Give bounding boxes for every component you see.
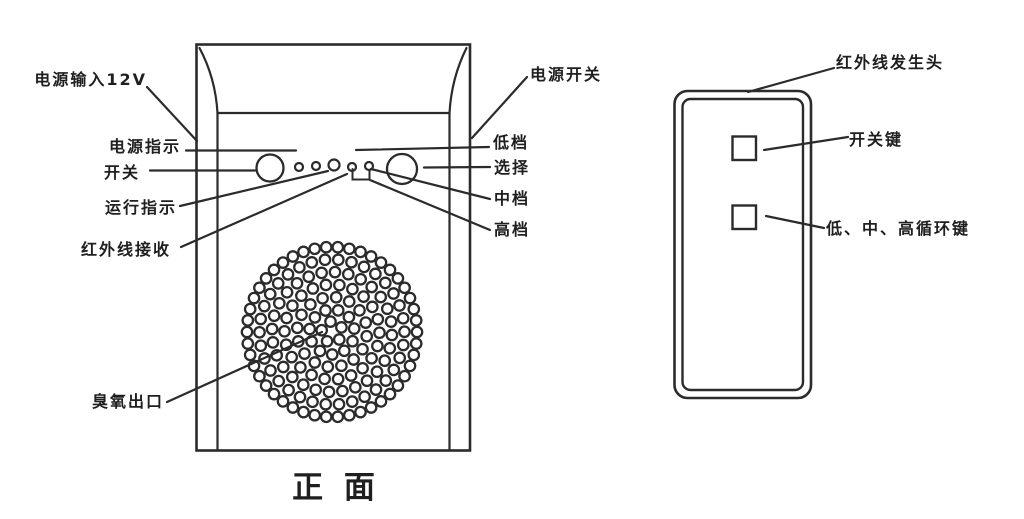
ozone-outlet-grille (240, 240, 424, 424)
front-view-caption: 正 面 (292, 470, 380, 506)
label-low-level: 低档 (493, 133, 530, 152)
label-power-indicator: 电源指示 (108, 137, 181, 156)
label-cycle-key: 低、中、高循环键 (826, 219, 971, 238)
label-high-level: 高档 (494, 220, 531, 239)
label-power-button: 开关 (103, 163, 140, 182)
remote-cycle-button (731, 204, 758, 231)
label-power-input: 电源输入12V (34, 70, 147, 89)
front-panel-outline (195, 43, 472, 452)
label-power-switch: 电源开关 (530, 65, 603, 84)
remote-power-button (731, 135, 758, 162)
front-leader-lines (145, 75, 529, 404)
label-ir-emitter: 红外线发生头 (836, 53, 945, 72)
label-run-indicator: 运行指示 (104, 198, 177, 217)
label-select: 选择 (494, 158, 531, 177)
remote-outline (673, 89, 813, 400)
remote-leader-lines (746, 66, 850, 230)
label-power-key: 开关键 (849, 130, 904, 149)
label-ir-receiver: 红外线接收 (80, 240, 171, 259)
label-ozone-outlet: 臭氧出口 (91, 392, 164, 411)
label-mid-level: 中档 (494, 189, 531, 208)
